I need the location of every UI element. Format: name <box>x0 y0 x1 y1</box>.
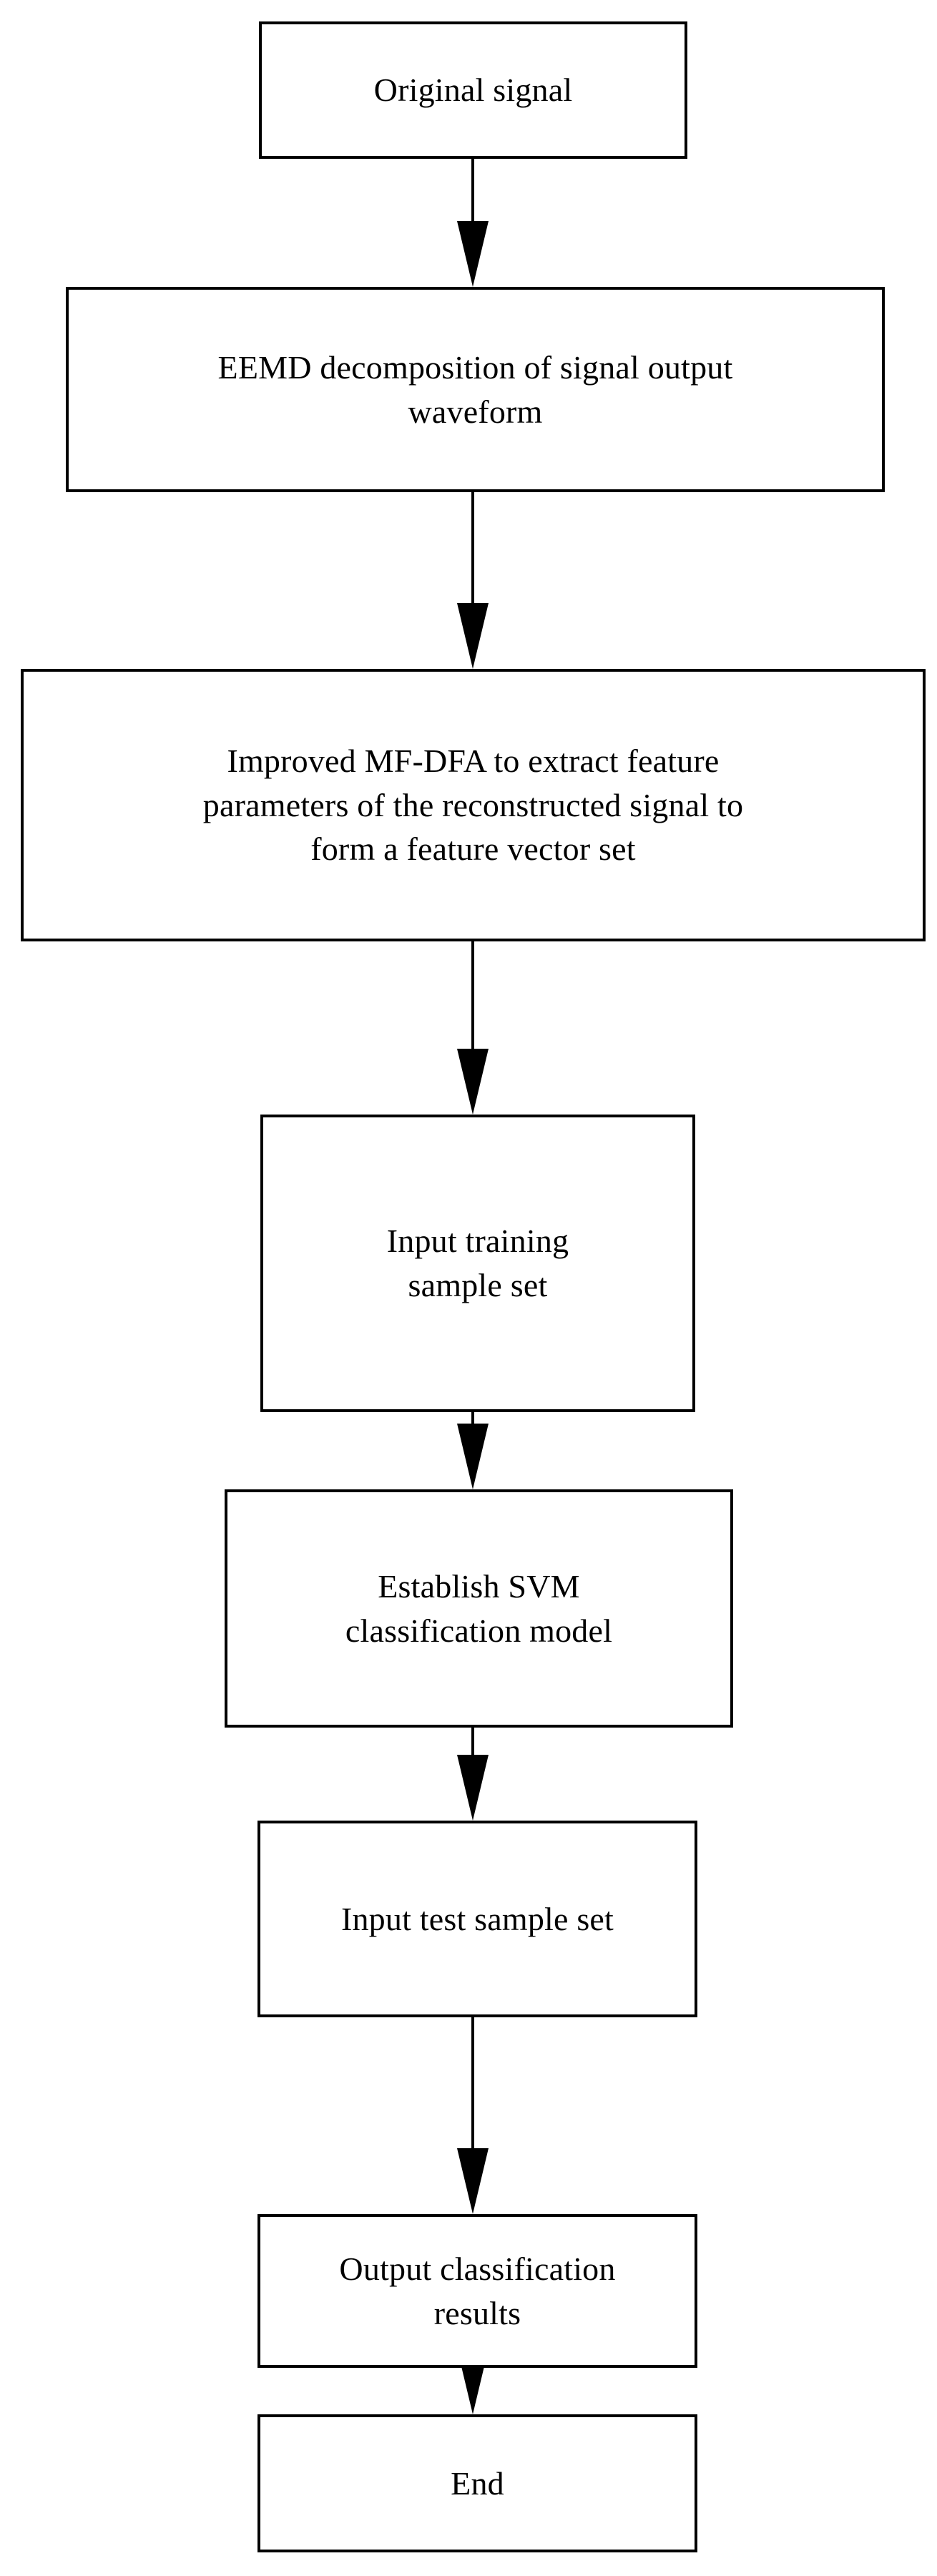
node-input-test-sample-set[interactable]: Input test sample set <box>257 1821 697 2017</box>
node-label: Establish SVM classification model <box>345 1567 613 1649</box>
node-label: Input test sample set <box>340 1900 614 1937</box>
node-label: Output classification results <box>339 2250 616 2331</box>
node-output-classification-results[interactable]: Output classification results <box>257 2214 697 2368</box>
node-label: Improved MF-DFA to extract feature param… <box>202 743 744 868</box>
node-original-signal[interactable]: Original signal <box>259 21 687 159</box>
node-input-training-sample-set[interactable]: Input training sample set <box>260 1115 695 1412</box>
node-label: Input training sample set <box>386 1223 569 1303</box>
node-establish-svm-model[interactable]: Establish SVM classification model <box>225 1489 733 1728</box>
node-end[interactable]: End <box>257 2414 697 2552</box>
node-label: End <box>451 2464 504 2502</box>
node-label: Original signal <box>373 72 573 109</box>
node-eemd-decomposition[interactable]: EEMD decomposition of signal output wave… <box>66 287 885 492</box>
node-improved-mf-dfa[interactable]: Improved MF-DFA to extract feature param… <box>21 669 926 941</box>
node-label: EEMD decomposition of signal output wave… <box>217 348 733 430</box>
